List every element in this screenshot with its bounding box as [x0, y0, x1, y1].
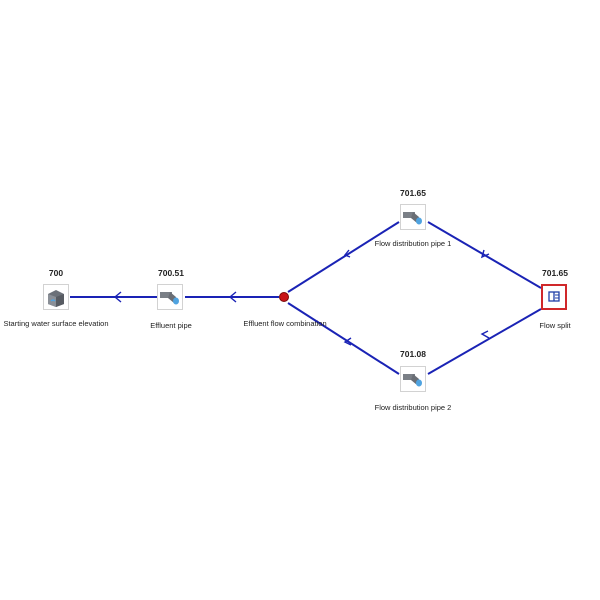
reservoir-icon	[48, 290, 64, 307]
node-label: Flow distribution pipe 2	[374, 403, 452, 412]
arrow-head	[480, 330, 490, 339]
node-value: 701.08	[400, 349, 426, 359]
arrow-head	[343, 337, 352, 346]
arrow-head	[480, 249, 490, 259]
arrow-head	[343, 249, 351, 258]
node-value: 701.65	[542, 268, 568, 278]
link-pipe2-to-combination[interactable]	[287, 302, 400, 375]
node-start-box[interactable]	[43, 284, 69, 310]
flow-split-icon	[548, 291, 560, 302]
link-split-to-pipe1[interactable]	[427, 221, 542, 289]
arrow-head	[113, 291, 122, 303]
junction-icon[interactable]	[279, 292, 289, 302]
node-label: Effluent flow combination	[243, 319, 327, 328]
node-label: Flow split	[539, 321, 571, 330]
node-label: Starting water surface elevation	[3, 319, 109, 328]
node-label: Effluent pipe	[150, 321, 192, 330]
node-pipe1-box[interactable]	[400, 204, 426, 230]
node-label: Flow distribution pipe 1	[374, 239, 452, 248]
pipe-icon	[403, 212, 422, 225]
link-pipe1-to-combination[interactable]	[287, 221, 400, 293]
pipe-icon	[160, 292, 179, 305]
arrow-head	[228, 291, 237, 303]
node-value: 700.51	[158, 268, 184, 278]
node-value: 700	[48, 268, 64, 278]
node-effluent-pipe-box[interactable]	[157, 284, 183, 310]
link-split-to-pipe2[interactable]	[427, 308, 542, 375]
node-pipe2-box[interactable]	[400, 366, 426, 392]
node-flow-split-box[interactable]	[541, 284, 567, 310]
pipe-icon	[403, 374, 422, 387]
node-value: 701.65	[400, 188, 426, 198]
